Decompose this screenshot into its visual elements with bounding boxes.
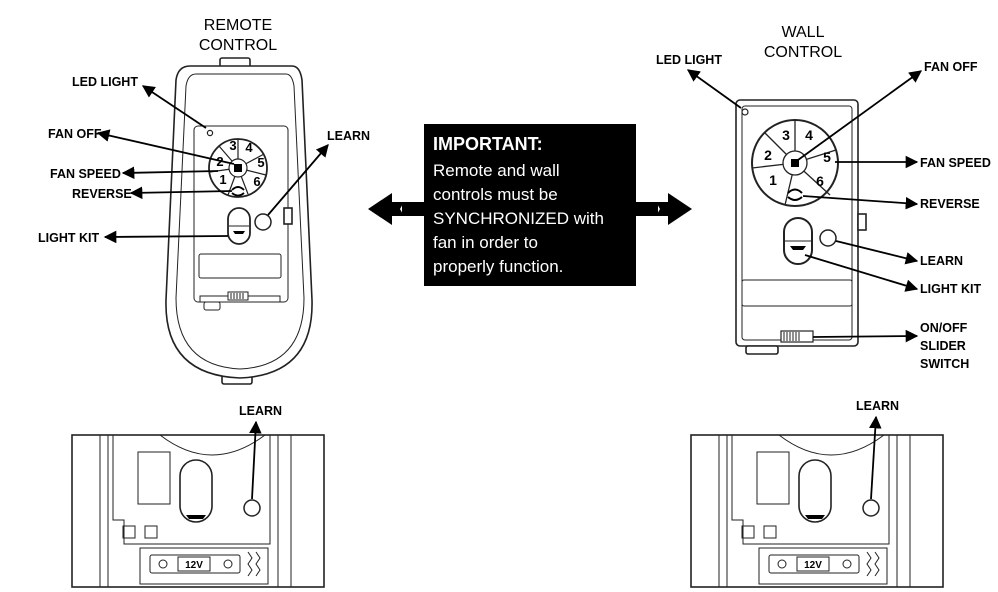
wall-back-light-button[interactable]: [798, 459, 832, 523]
remote-led-light-label: LED LIGHT: [72, 75, 138, 89]
wall-led-arrow: [686, 69, 742, 109]
remote-light-kit-label: LIGHT KIT: [38, 231, 99, 245]
wall-battery: [768, 554, 860, 574]
wall-title-line2: CONTROL: [764, 44, 842, 61]
important-line-1: Remote and wall: [433, 161, 560, 180]
remote-back-detail: LEARN 12V: [71, 404, 325, 588]
left-double-arrow: [368, 193, 404, 225]
remote-led-light: [206, 129, 214, 137]
important-notice: IMPORTANT: Remote and wall controls must…: [368, 124, 692, 286]
bottom-right-learn-label: LEARN: [856, 399, 899, 413]
remote-learn-label: LEARN: [327, 129, 370, 143]
important-line-3: SYNCHRONIZED with: [433, 209, 604, 228]
wall-button-5[interactable]: 5: [823, 149, 831, 165]
remote-battery: [149, 554, 241, 574]
bottom-right-learn-arrow: [869, 415, 882, 500]
wall-battery-spring: [866, 551, 872, 577]
remote-label-area: [198, 253, 282, 279]
wall-light-kit-arrow: [804, 254, 919, 292]
remote-control: REMOTE CONTROL: [38, 17, 370, 385]
wall-back-detail: LEARN 12V: [690, 399, 944, 588]
remote-title-line2: CONTROL: [199, 37, 277, 54]
remote-fan-speed-label: FAN SPEED: [50, 167, 121, 181]
wall-learn-label: LEARN: [920, 254, 963, 268]
wall-title-line1: WALL: [782, 24, 825, 41]
wall-fan-off-arrow: [797, 70, 923, 161]
remote-learn-arrow: [267, 144, 329, 216]
remote-fan-speed-arrow: [121, 166, 219, 180]
wall-on-off-slider[interactable]: [780, 330, 814, 343]
wall-led-light-label: LED LIGHT: [656, 53, 722, 67]
wall-button-1[interactable]: 1: [769, 172, 777, 188]
remote-speed-dial[interactable]: 3 4 5 6 2 1: [208, 138, 268, 198]
remote-button-5[interactable]: 5: [257, 155, 264, 170]
wall-switch-label-line3: SWITCH: [920, 357, 969, 371]
wall-fan-off-label: FAN OFF: [924, 60, 978, 74]
wall-reverse-label: REVERSE: [920, 197, 980, 211]
remote-button-1[interactable]: 1: [219, 172, 226, 187]
remote-learn-button[interactable]: [254, 213, 272, 231]
important-heading: IMPORTANT:: [433, 134, 543, 154]
remote-button-3[interactable]: 3: [229, 138, 236, 153]
wall-learn-arrow: [835, 240, 919, 265]
remote-fan-off-arrow: [96, 129, 235, 165]
remote-reverse-arrow: [129, 186, 233, 200]
right-double-arrow: [656, 193, 692, 225]
wall-fan-off-button[interactable]: [791, 159, 799, 167]
remote-slider[interactable]: [227, 291, 249, 301]
remote-reverse-icon[interactable]: [231, 186, 245, 191]
remote-button-4[interactable]: 4: [245, 140, 253, 155]
wall-switch-label-line2: SLIDER: [920, 339, 966, 353]
remote-light-kit-button[interactable]: [227, 207, 251, 245]
wall-light-bulb-icon: [790, 246, 806, 250]
wall-light-kit-button[interactable]: [783, 217, 813, 265]
important-line-2: controls must be: [433, 185, 558, 204]
remote-led-arrow: [141, 85, 207, 129]
wall-light-kit-label: LIGHT KIT: [920, 282, 981, 296]
wall-label-area: [741, 279, 853, 307]
wall-button-6[interactable]: 6: [816, 173, 824, 189]
remote-light-bulb-icon: [233, 231, 245, 234]
wall-led-light: [741, 108, 749, 116]
remote-battery-spring: [247, 551, 253, 577]
remote-light-kit-arrow: [103, 230, 229, 244]
wall-fan-speed-label: FAN SPEED: [920, 156, 991, 170]
wall-switch-label-line1: ON/OFF: [920, 321, 968, 335]
wall-reverse-icon[interactable]: [787, 188, 803, 194]
important-line-5: properly function.: [433, 257, 563, 276]
wall-button-2[interactable]: 2: [764, 147, 772, 163]
bottom-left-learn-label: LEARN: [239, 404, 282, 418]
wall-button-3[interactable]: 3: [782, 127, 790, 143]
remote-reverse-label: REVERSE: [72, 187, 132, 201]
remote-back-learn-button[interactable]: [243, 499, 261, 517]
wall-switch-arrow: [812, 329, 919, 343]
remote-back-light-button[interactable]: [179, 459, 213, 523]
wall-back-learn-button[interactable]: [862, 499, 880, 517]
wall-learn-button[interactable]: [819, 229, 837, 247]
wall-control: WALL CONTROL 3 4 5 6 2 1: [656, 24, 991, 371]
important-box: [424, 124, 636, 286]
remote-fan-off-button[interactable]: [234, 164, 242, 172]
remote-title-line1: REMOTE: [204, 17, 272, 34]
important-line-4: fan in order to: [433, 233, 538, 252]
bottom-left-learn-arrow: [249, 420, 262, 500]
remote-button-6[interactable]: 6: [253, 174, 260, 189]
remote-fan-off-label: FAN OFF: [48, 127, 102, 141]
wall-speed-dial[interactable]: 3 4 5 6 2 1: [751, 119, 839, 207]
remote-battery-label: 12V: [185, 560, 203, 571]
wall-button-4[interactable]: 4: [805, 127, 813, 143]
wall-battery-label: 12V: [804, 560, 822, 571]
wall-reverse-arrow: [802, 195, 919, 210]
